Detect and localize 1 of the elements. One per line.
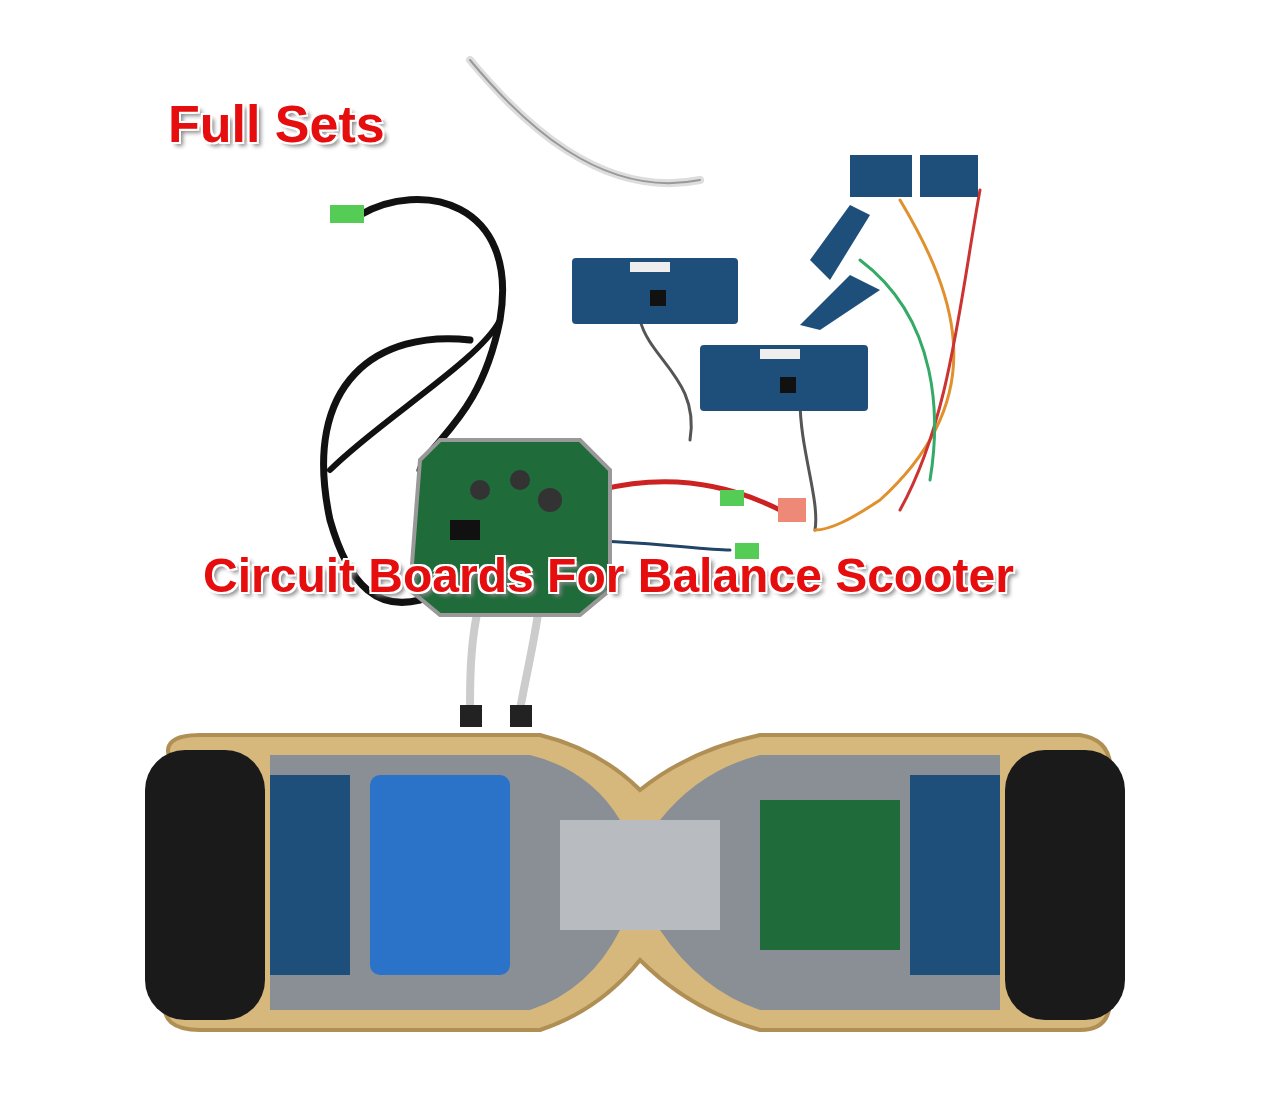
overlay-caption: Full Sets: [168, 98, 385, 150]
